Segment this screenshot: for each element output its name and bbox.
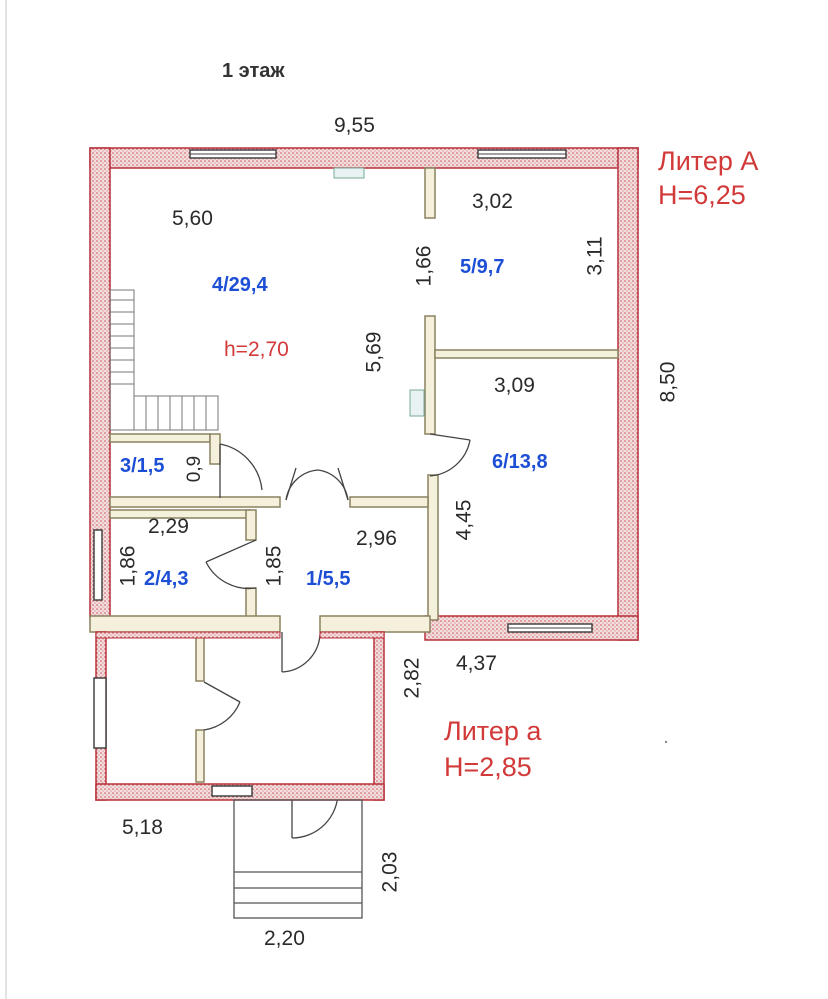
- main-outer-walls: [89, 147, 639, 641]
- dim-room1-depth: 1,85: [262, 545, 286, 587]
- liter-main-height: H=6,25: [658, 180, 746, 210]
- dim-room5-partition: 1,66: [412, 245, 436, 287]
- dim-room3-depth: 0,9: [184, 455, 206, 483]
- liter-main-name: Литер А: [658, 146, 759, 176]
- room-label-6: 6/13,8: [492, 451, 548, 473]
- dim-porch-width: 2,20: [264, 927, 305, 950]
- liter-annex-height: H=2,85: [444, 752, 532, 782]
- annex-walls: [95, 631, 385, 801]
- main-windows: [93, 149, 593, 633]
- dim-room2-width: 2,29: [148, 515, 189, 538]
- staircase: [109, 289, 219, 431]
- dim-annex-width: 5,18: [122, 816, 163, 839]
- dim-room2-depth: 1,86: [116, 545, 140, 587]
- porch-steps: [233, 799, 363, 919]
- vent-fixture: [333, 167, 365, 179]
- floor-title: 1 этаж: [222, 60, 285, 82]
- stray-dot: [664, 740, 668, 744]
- dim-room5-depth: 3,11: [583, 236, 607, 276]
- room-label-2: 2/4,3: [144, 568, 189, 590]
- annex-windows: [93, 677, 253, 797]
- room-label-5: 5/9,7: [460, 256, 505, 278]
- dim-total-depth: 8,50: [656, 361, 680, 403]
- room-label-3: 3/1,5: [120, 455, 165, 477]
- dim-room1-width: 2,96: [356, 527, 397, 550]
- dim-annex-offset: 4,37: [456, 652, 497, 675]
- dim-top-width: 9,55: [334, 114, 375, 137]
- dim-room5-width: 3,02: [472, 190, 513, 213]
- dim-room6-width: 3,09: [494, 374, 535, 397]
- dim-annex-depth: 2,82: [400, 657, 424, 699]
- dim-porch-depth: 2,03: [378, 851, 402, 893]
- liter-annex-name: Литер а: [444, 716, 542, 746]
- dim-room6-depth: 4,45: [452, 499, 476, 541]
- dim-main-room-depth: 5,69: [362, 331, 386, 373]
- ceiling-height: h=2,70: [224, 338, 289, 361]
- interior-partitions: [89, 167, 619, 783]
- room-label-4: 4/29,4: [212, 274, 268, 296]
- room-label-1: 1/5,5: [306, 568, 351, 590]
- vent-fixture: [409, 389, 425, 417]
- dim-main-room-width: 5,60: [172, 207, 213, 230]
